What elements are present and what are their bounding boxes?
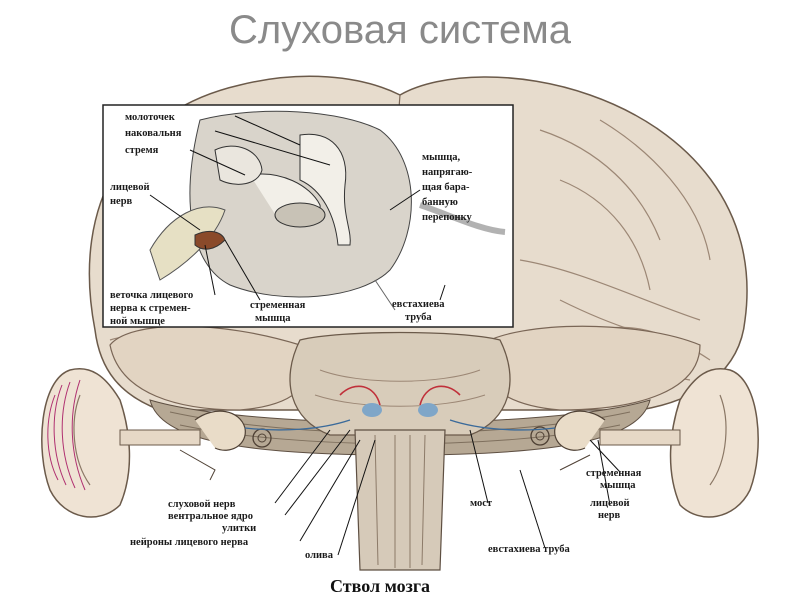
caption-brainstem: Ствол мозга	[330, 576, 430, 596]
label-olive: олива	[305, 550, 334, 561]
label-stapedius-inset-line1: стременная	[250, 300, 306, 311]
label-facial-line1: лицевой	[590, 498, 630, 509]
inset-leader-lines	[149, 115, 446, 301]
inset-labels: молоточек наковальня стремя лицевой нерв…	[110, 112, 473, 327]
label-pons: мост	[470, 498, 493, 509]
label-branch-line1: веточка лицевого	[110, 290, 193, 301]
label-malleus: молоточек	[125, 112, 176, 123]
label-facial-nerve-line1: лицевой	[110, 182, 150, 193]
label-tensor-line5: перепонку	[422, 212, 472, 223]
label-eustachian-tube: евстахиева труба	[488, 544, 571, 555]
middle-ear-inset	[102, 104, 514, 328]
label-tensor-line1: мышца,	[422, 152, 461, 163]
bottom-leader-lines	[274, 429, 621, 556]
label-stapedius-line1: стременная	[586, 468, 642, 479]
label-branch-line2: нерва к стремен-	[110, 303, 191, 314]
label-tensor-line2: напрягаю-	[422, 167, 473, 178]
label-branch-line3: ной мышце	[110, 316, 165, 327]
label-eustachian-inset-line1: евстахиева	[392, 299, 445, 310]
left-ear-illustration	[41, 368, 351, 518]
label-stapedius-inset-line2: мышца	[255, 313, 291, 324]
slide-title: Слуховая система	[228, 8, 572, 52]
label-ventral-nucleus-line1: вентральное ядро	[168, 511, 253, 522]
label-stapedius-line2: мышца	[600, 480, 636, 491]
label-eustachian-inset-line2: труба	[405, 312, 432, 323]
label-facial-neurons: нейроны лицевого нерва	[130, 537, 249, 548]
label-incus: наковальня	[125, 128, 182, 139]
label-tensor-line3: щая бара-	[422, 182, 470, 193]
bottom-labels: слуховой нерв вентральное ядро улитки не…	[130, 468, 642, 561]
right-ear-illustration	[449, 368, 759, 518]
label-ventral-nucleus-line2: улитки	[222, 523, 256, 534]
label-stapes: стремя	[125, 145, 159, 156]
label-tensor-line4: банную	[422, 197, 458, 208]
label-facial-line2: нерв	[598, 510, 621, 521]
label-auditory-nerve: слуховой нерв	[168, 499, 236, 510]
label-facial-nerve-line2: нерв	[110, 196, 133, 207]
